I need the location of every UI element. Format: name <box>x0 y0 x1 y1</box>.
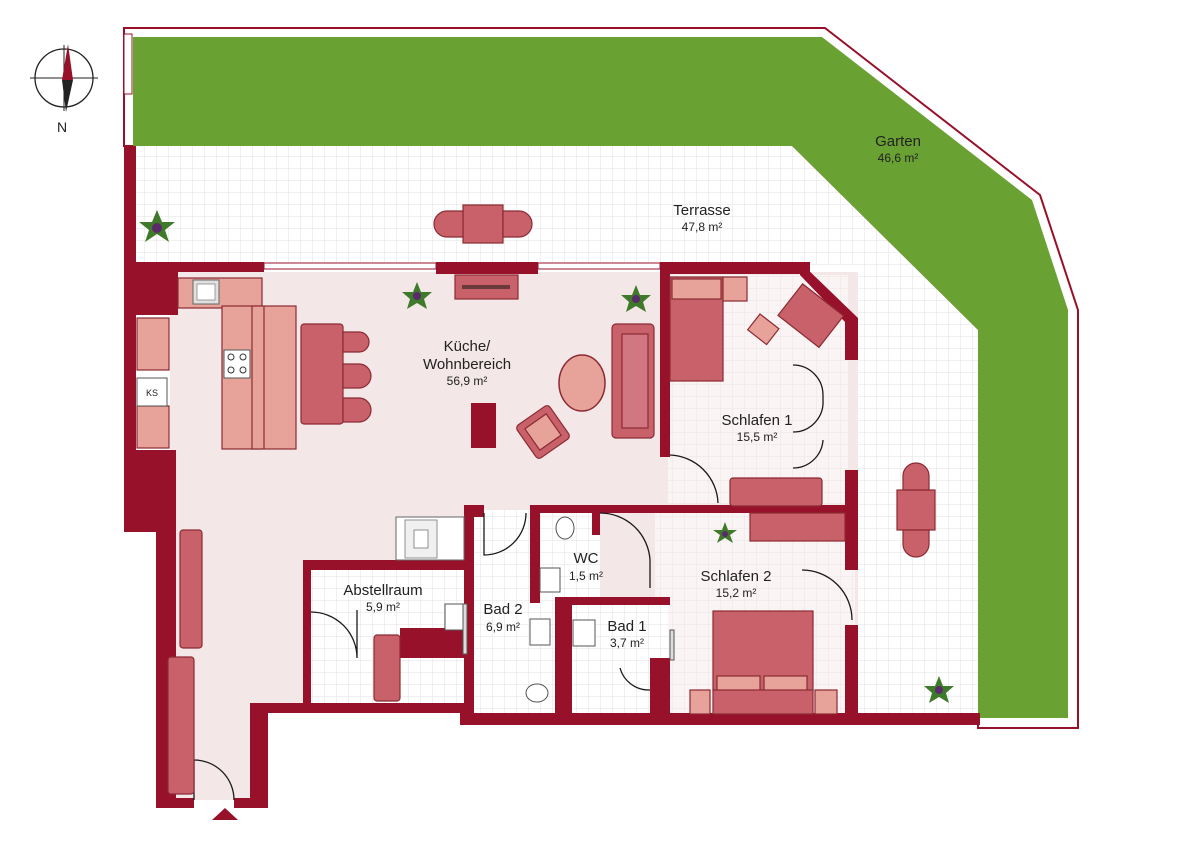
abstellraum-area: 5,9 m² <box>366 600 400 614</box>
bad2-area: 6,9 m² <box>486 620 520 634</box>
garden-lawn <box>133 37 1068 718</box>
schlafen1-name: Schlafen 1 <box>722 412 793 429</box>
doors <box>193 364 853 801</box>
schlafen2-bed <box>689 610 838 715</box>
plant-icon <box>924 676 954 703</box>
plant-icon <box>621 285 651 312</box>
garten-name: Garten <box>875 133 921 150</box>
terrace-table-2 <box>896 462 936 558</box>
kitchen-island <box>251 305 297 450</box>
tv-unit <box>454 274 519 300</box>
terrasse-name: Terrasse <box>673 202 731 219</box>
stove <box>223 349 251 379</box>
schlafen1-bed <box>669 276 748 382</box>
fridge-label: KS <box>146 388 158 398</box>
coffee-table <box>558 354 606 412</box>
bad2-name: Bad 2 <box>483 601 522 618</box>
bad1-area: 3,7 m² <box>610 636 644 650</box>
entrance-arrow <box>212 808 238 820</box>
hall-wardrobe <box>167 529 203 795</box>
plant-icon <box>139 210 175 242</box>
windows <box>123 33 661 270</box>
schlafen1-wardrobe <box>729 477 823 507</box>
washing-machine <box>395 516 465 561</box>
column <box>471 403 496 448</box>
terrace-table <box>433 204 533 244</box>
abstellraum-name: Abstellraum <box>343 582 422 599</box>
compass-icon <box>30 44 98 112</box>
wc-name: WC <box>574 550 599 567</box>
schlafen2-name: Schlafen 2 <box>701 568 772 585</box>
fridge: KS <box>136 377 168 407</box>
schlafen2-area: 15,2 m² <box>716 586 757 600</box>
bathroom-fixtures <box>444 516 675 703</box>
garten-area: 46,6 m² <box>878 151 919 165</box>
bad1-name: Bad 1 <box>607 618 646 635</box>
schlafen1-desk <box>746 283 845 349</box>
schlafen1-area: 15,5 m² <box>737 430 778 444</box>
dining-table <box>300 323 372 425</box>
terrasse-area: 47,8 m² <box>682 220 723 234</box>
sink <box>192 279 220 305</box>
wc-area: 1,5 m² <box>569 569 603 583</box>
plant-icon <box>713 522 737 543</box>
kueche-name-line1: Küche/ <box>444 338 492 355</box>
walls <box>124 146 980 808</box>
armchair <box>516 405 570 459</box>
sofa <box>611 323 655 439</box>
compass-label: N <box>57 119 67 135</box>
storage-shelf <box>373 634 401 702</box>
kueche-name-line2: Wohnbereich <box>423 356 511 373</box>
plant-icon <box>402 282 432 309</box>
terrace-area <box>133 146 978 718</box>
kueche-area: 56,9 m² <box>447 374 488 388</box>
schlafen2-wardrobe <box>749 512 846 542</box>
